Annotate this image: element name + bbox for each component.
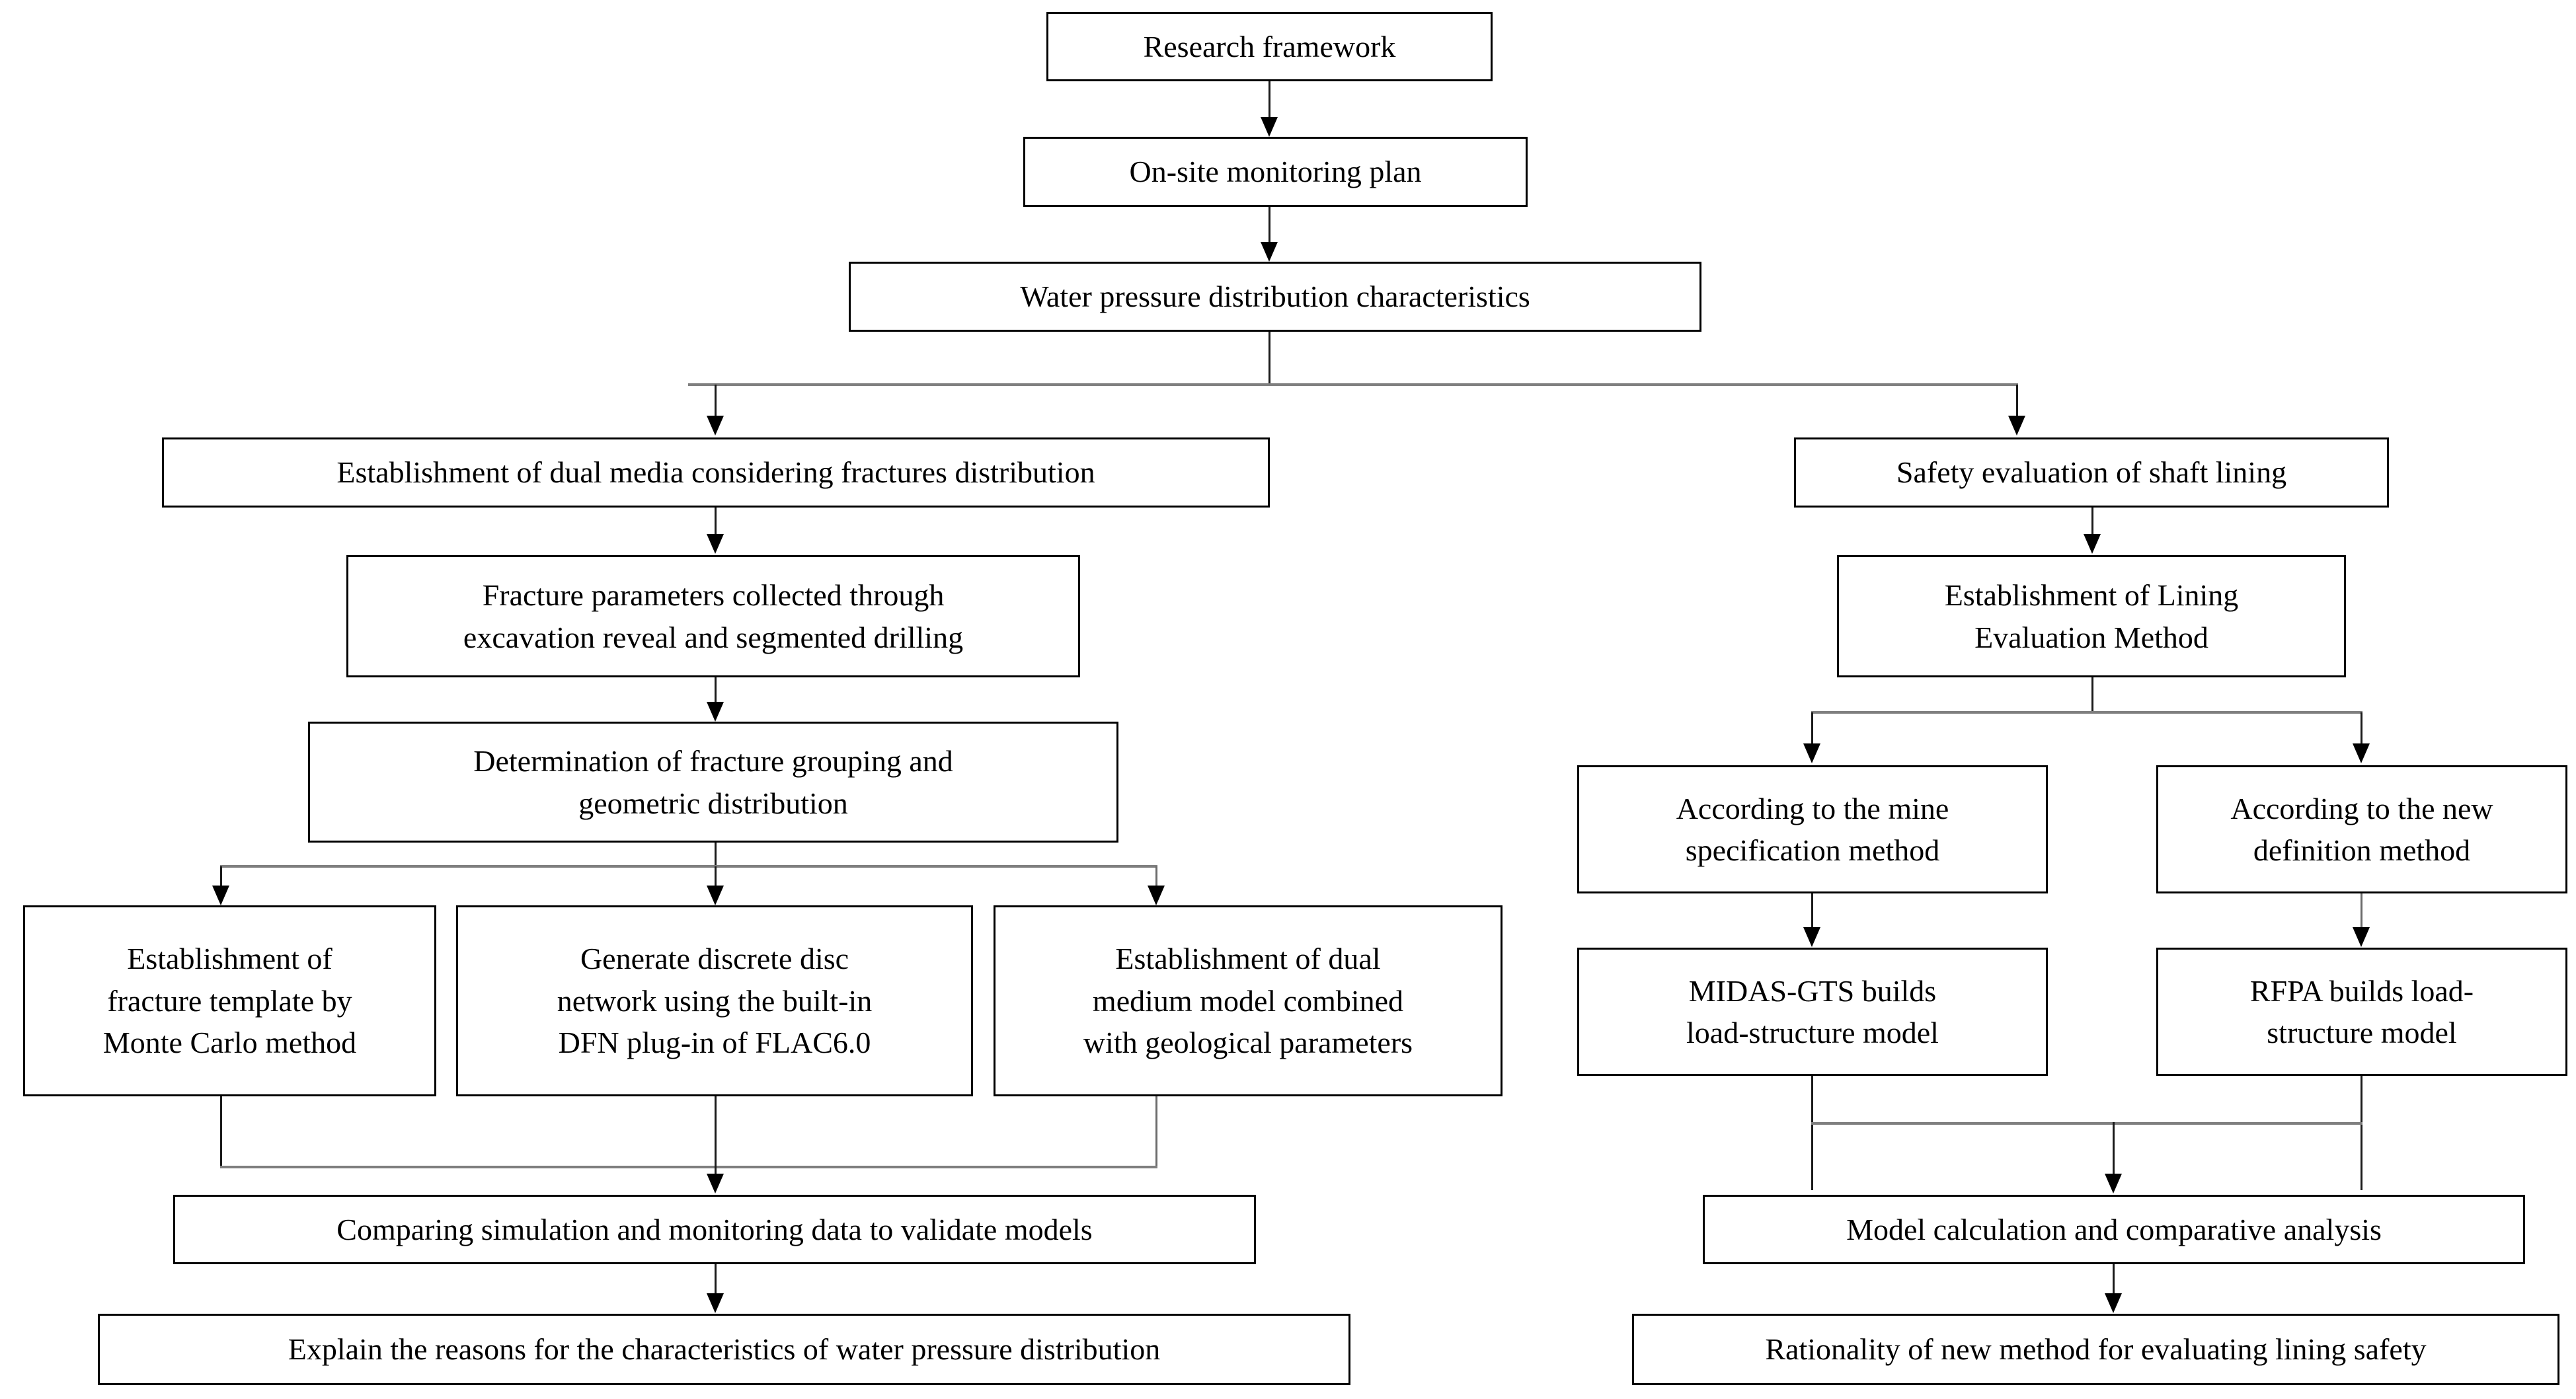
edge-lining-to-mine-spec-arrow [1803,743,1820,763]
node-label: Establishment of dual media considering … [336,455,1095,490]
edge-merge-to-model-calc-line [2113,1122,2115,1174]
edge-monitoring-to-water-line [1268,207,1270,245]
edge-left-merge-bar [220,1166,1157,1168]
node-explain-reasons-water-pressure[interactable]: Explain the reasons for the characterist… [98,1314,1350,1385]
node-midas-gts-load-structure[interactable]: MIDAS-GTS builds load-structure model [1577,948,2048,1076]
edge-model-calc-to-rationality-arrow [2105,1293,2122,1313]
node-model-calculation-comparative-analysis[interactable]: Model calculation and comparative analys… [1703,1195,2525,1264]
edge-water-to-dual-media-line [715,385,717,416]
edge-merge-to-model-calc-arrow [2105,1174,2122,1193]
edge-merge-to-comparing-line [715,1166,717,1174]
edge-lining-method-split-stem [2091,677,2093,712]
edge-rfpa-merge-drop [2361,1076,2362,1190]
edge-mine-spec-to-midas-arrow [1803,927,1820,947]
node-label: Rationality of new method for evaluating… [1765,1332,2427,1367]
edge-merge-to-comparing-arrow [707,1174,724,1193]
node-label: MIDAS-GTS builds load-structure model [1686,973,1939,1049]
edge-new-def-to-rfpa-line [2361,893,2362,928]
edge-lining-to-mine-spec-line [1811,712,1813,744]
node-label: Determination of fracture grouping and g… [473,744,953,820]
node-fracture-parameters-collected[interactable]: Fracture parameters collected through ex… [346,555,1080,677]
edge-water-split-bar [688,383,2018,386]
node-label: Establishment of dual medium model combi… [1083,942,1413,1060]
node-safety-evaluation-shaft-lining[interactable]: Safety evaluation of shaft lining [1794,437,2389,508]
edge-dfn-merge-drop [715,1096,717,1167]
edge-determination-to-dualmodel-line [1155,866,1157,887]
edge-montecarlo-merge-drop [220,1096,222,1167]
edge-dualmodel-merge-drop [1155,1096,1157,1167]
edge-monitoring-to-water-arrow [1261,242,1278,262]
edge-right-merge-bar [1811,1122,2362,1125]
edge-water-to-dual-media-arrow [707,416,724,435]
edge-research-to-monitoring-line [1268,81,1270,121]
edge-lining-method-split-bar [1811,711,2362,714]
node-rationality-new-method-lining-safety[interactable]: Rationality of new method for evaluating… [1632,1314,2559,1385]
node-fracture-template-monte-carlo[interactable]: Establishment of fracture template by Mo… [23,905,436,1096]
node-establishment-lining-evaluation-method[interactable]: Establishment of Lining Evaluation Metho… [1837,555,2346,677]
edge-midas-merge-drop [1811,1076,1813,1190]
node-label: Safety evaluation of shaft lining [1896,455,2287,490]
node-generate-discrete-disc-network[interactable]: Generate discrete disc network using the… [456,905,973,1096]
node-onsite-monitoring-plan[interactable]: On-site monitoring plan [1023,137,1528,207]
node-water-pressure-distribution-characteristics[interactable]: Water pressure distribution characterist… [849,262,1701,332]
edge-new-def-to-rfpa-arrow [2353,927,2370,947]
edge-lining-to-new-def-line [2361,712,2362,744]
node-label: Establishment of Lining Evaluation Metho… [1944,578,2239,654]
edge-determination-split-bar [220,865,1157,868]
node-label: Comparing simulation and monitoring data… [336,1212,1093,1246]
edge-determination-to-montecarlo-line [220,866,222,887]
edge-safety-to-lining-method-line [2091,508,2093,537]
edge-determination-split-stem [715,843,717,866]
edge-determination-to-dualmodel-arrow [1148,886,1165,905]
node-label: On-site monitoring plan [1129,155,1422,189]
node-label: Explain the reasons for the characterist… [288,1332,1161,1367]
node-label: Generate discrete disc network using the… [557,942,873,1060]
node-rfpa-load-structure[interactable]: RFPA builds load- structure model [2156,948,2567,1076]
edge-determination-to-dfn-arrow [707,886,724,905]
edge-water-to-safety-arrow [2008,416,2025,435]
edge-water-to-safety-line [2016,385,2018,416]
node-label: RFPA builds load- structure model [2249,973,2474,1049]
edge-research-to-monitoring-arrow [1261,117,1278,137]
edge-fracture-params-to-determination-line [715,677,717,705]
node-label: Research framework [1143,29,1396,63]
node-label: Water pressure distribution characterist… [1020,280,1530,314]
node-label: Model calculation and comparative analys… [1846,1212,2382,1246]
edge-comparing-to-explain-line [715,1264,717,1295]
edge-dualmedia-to-fracture-params-arrow [707,534,724,554]
edge-lining-to-new-def-arrow [2353,743,2370,763]
node-label: According to the new definition method [2230,791,2493,867]
node-according-mine-specification-method[interactable]: According to the mine specification meth… [1577,765,2048,893]
node-according-new-definition-method[interactable]: According to the new definition method [2156,765,2567,893]
edge-model-calc-to-rationality-line [2113,1264,2115,1295]
node-research-framework[interactable]: Research framework [1046,12,1493,81]
node-label: Establishment of fracture template by Mo… [102,942,357,1060]
edge-water-split-stem [1268,332,1270,385]
edge-safety-to-lining-method-arrow [2084,534,2101,554]
node-dual-medium-model-geological[interactable]: Establishment of dual medium model combi… [994,905,1503,1096]
edge-fracture-params-to-determination-arrow [707,702,724,722]
node-comparing-simulation-monitoring[interactable]: Comparing simulation and monitoring data… [173,1195,1256,1264]
node-establishment-dual-media[interactable]: Establishment of dual media considering … [162,437,1270,508]
node-label: Fracture parameters collected through ex… [463,578,964,654]
node-label: According to the mine specification meth… [1676,791,1949,867]
edge-mine-spec-to-midas-line [1811,893,1813,928]
edge-determination-to-montecarlo-arrow [212,886,229,905]
node-determination-fracture-grouping[interactable]: Determination of fracture grouping and g… [308,722,1118,843]
edge-determination-to-dfn-line [715,866,717,887]
edge-comparing-to-explain-arrow [707,1293,724,1313]
edge-dualmedia-to-fracture-params-line [715,508,717,537]
